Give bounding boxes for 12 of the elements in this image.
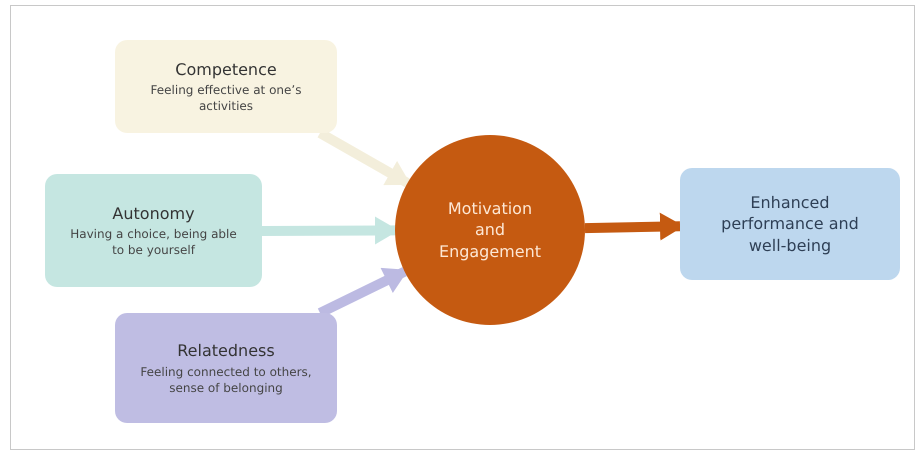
rounded-box — [45, 174, 262, 287]
node-description: Having a choice, being able to be yourself — [69, 226, 238, 258]
node-description: Feeling connected to others, sense of belonging — [139, 364, 313, 396]
node-title: Motivation and Engagement — [438, 198, 542, 262]
node-title: Competence — [175, 58, 277, 80]
node-title: Relatedness — [177, 340, 275, 362]
rounded-box — [680, 168, 900, 280]
node-title: Autonomy — [112, 202, 195, 224]
rounded-box — [115, 40, 337, 133]
node-description: Feeling effective at one’s activities — [150, 82, 302, 114]
rounded-box — [115, 313, 337, 423]
node-title: Enhanced performance and well-being — [720, 192, 860, 256]
